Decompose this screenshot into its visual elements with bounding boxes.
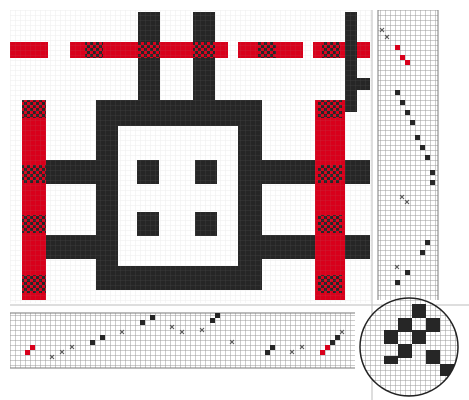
bottom-treadling-grid: [10, 313, 355, 368]
right-threading-grid: [378, 10, 438, 300]
drawdown-pattern: [10, 10, 372, 303]
